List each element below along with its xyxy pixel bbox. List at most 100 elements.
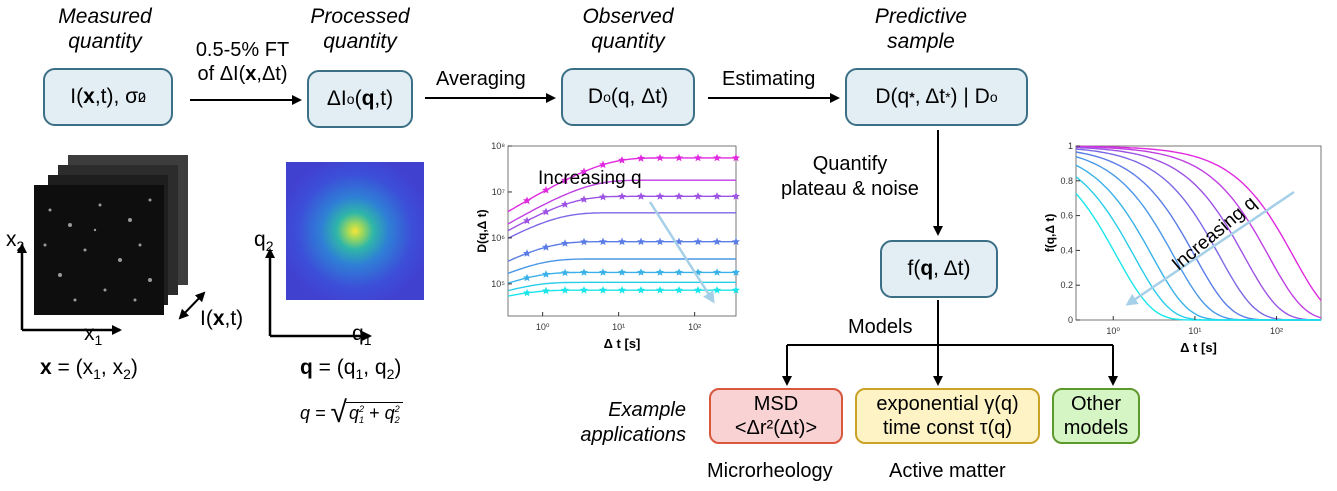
averaging-label: Averaging xyxy=(436,68,526,90)
data-point xyxy=(656,268,664,276)
y-tick-label: 0.8 xyxy=(1060,176,1073,186)
data-point xyxy=(656,153,664,162)
series-9 xyxy=(1075,192,1321,321)
data-point xyxy=(561,268,569,277)
data-point xyxy=(694,153,702,162)
data-point xyxy=(618,237,626,246)
data-point xyxy=(523,196,531,205)
msd-box: MSD<Δr²(Δt)> xyxy=(709,388,843,444)
data-point xyxy=(732,268,740,276)
data-point xyxy=(542,207,550,216)
x-tick-label: 10⁰ xyxy=(1106,326,1120,336)
x-tick-label: 10¹ xyxy=(1188,326,1201,336)
data-point xyxy=(732,153,740,162)
exponential-box: exponential γ(q)time const τ(q) xyxy=(855,388,1040,444)
f-box: f(q, Δt) xyxy=(880,240,998,298)
increasing-q-annotation: Increasing q xyxy=(538,168,642,189)
data-point xyxy=(656,237,664,246)
series-7 xyxy=(507,268,740,284)
y-axis-label: f(q,Δ t) xyxy=(1043,214,1057,253)
data-point xyxy=(561,176,569,184)
data-point xyxy=(523,249,531,257)
data-point xyxy=(732,237,740,246)
series-6 xyxy=(507,258,736,275)
y-tick-label: 0.4 xyxy=(1060,245,1073,255)
x-tick-label: 10² xyxy=(688,322,701,332)
increasing-q-arrow xyxy=(648,201,715,304)
data-point xyxy=(713,268,721,276)
data-point xyxy=(637,268,645,276)
increasing-q-arrow xyxy=(1125,190,1295,306)
data-point xyxy=(637,192,645,200)
fft-panel xyxy=(265,162,424,341)
data-point xyxy=(523,273,531,282)
y-tick-label: 10⁷ xyxy=(492,187,505,197)
q-vector-equation: q = (q1, q2) xyxy=(300,356,402,383)
particle-spots xyxy=(43,198,152,302)
series-1 xyxy=(507,153,740,213)
data-point xyxy=(542,185,550,194)
data-point xyxy=(675,153,683,162)
x-vector-equation: x = (x1, x2) xyxy=(40,356,138,383)
y-axis-label: D(q,Δ t) xyxy=(475,209,489,252)
data-point xyxy=(542,270,550,278)
data-point xyxy=(637,286,645,294)
ixt-label: I(x,t) xyxy=(200,307,244,330)
data-point xyxy=(713,153,721,162)
data-point xyxy=(580,268,588,276)
data-point xyxy=(694,192,702,200)
data-point xyxy=(618,156,626,164)
series-1 xyxy=(1076,145,1322,301)
data-point xyxy=(618,286,626,294)
data-point xyxy=(580,286,588,294)
series-8 xyxy=(507,281,736,292)
q2-axis-label: q2 xyxy=(254,228,274,255)
data-point xyxy=(580,195,588,203)
data-point xyxy=(656,286,664,294)
data-point xyxy=(656,192,664,200)
active-matter-label: Active matter xyxy=(889,460,1006,482)
y-tick-label: 0.6 xyxy=(1060,211,1073,221)
data-point xyxy=(713,286,721,294)
x-axis-label: Δ t [s] xyxy=(604,336,641,351)
x1-axis-label: x1 xyxy=(84,322,103,349)
data-point xyxy=(694,237,702,246)
data-point xyxy=(599,237,607,246)
data-point xyxy=(732,286,740,294)
x-tick-label: 10² xyxy=(1270,326,1283,336)
data-point xyxy=(599,160,607,169)
data-point xyxy=(732,192,740,200)
series-line xyxy=(507,179,736,225)
fft-image xyxy=(286,162,424,300)
x2-axis-label: x2 xyxy=(6,228,25,255)
series-4 xyxy=(507,212,736,239)
series-line xyxy=(507,281,736,292)
data-point xyxy=(561,200,569,208)
data-point xyxy=(618,192,626,200)
data-point xyxy=(561,239,569,247)
data-point xyxy=(542,286,550,295)
x-tick-label: 10⁰ xyxy=(536,322,550,332)
ft-label: 0.5-5% FT of ΔI(x,Δt) xyxy=(195,39,290,85)
q1-axis-label: q1 xyxy=(352,322,372,349)
microrheology-label: Microrheology xyxy=(707,460,833,482)
data-point xyxy=(713,237,721,246)
y-tick-label: 0.2 xyxy=(1060,280,1073,290)
data-point xyxy=(523,216,531,225)
data-point xyxy=(618,268,626,276)
